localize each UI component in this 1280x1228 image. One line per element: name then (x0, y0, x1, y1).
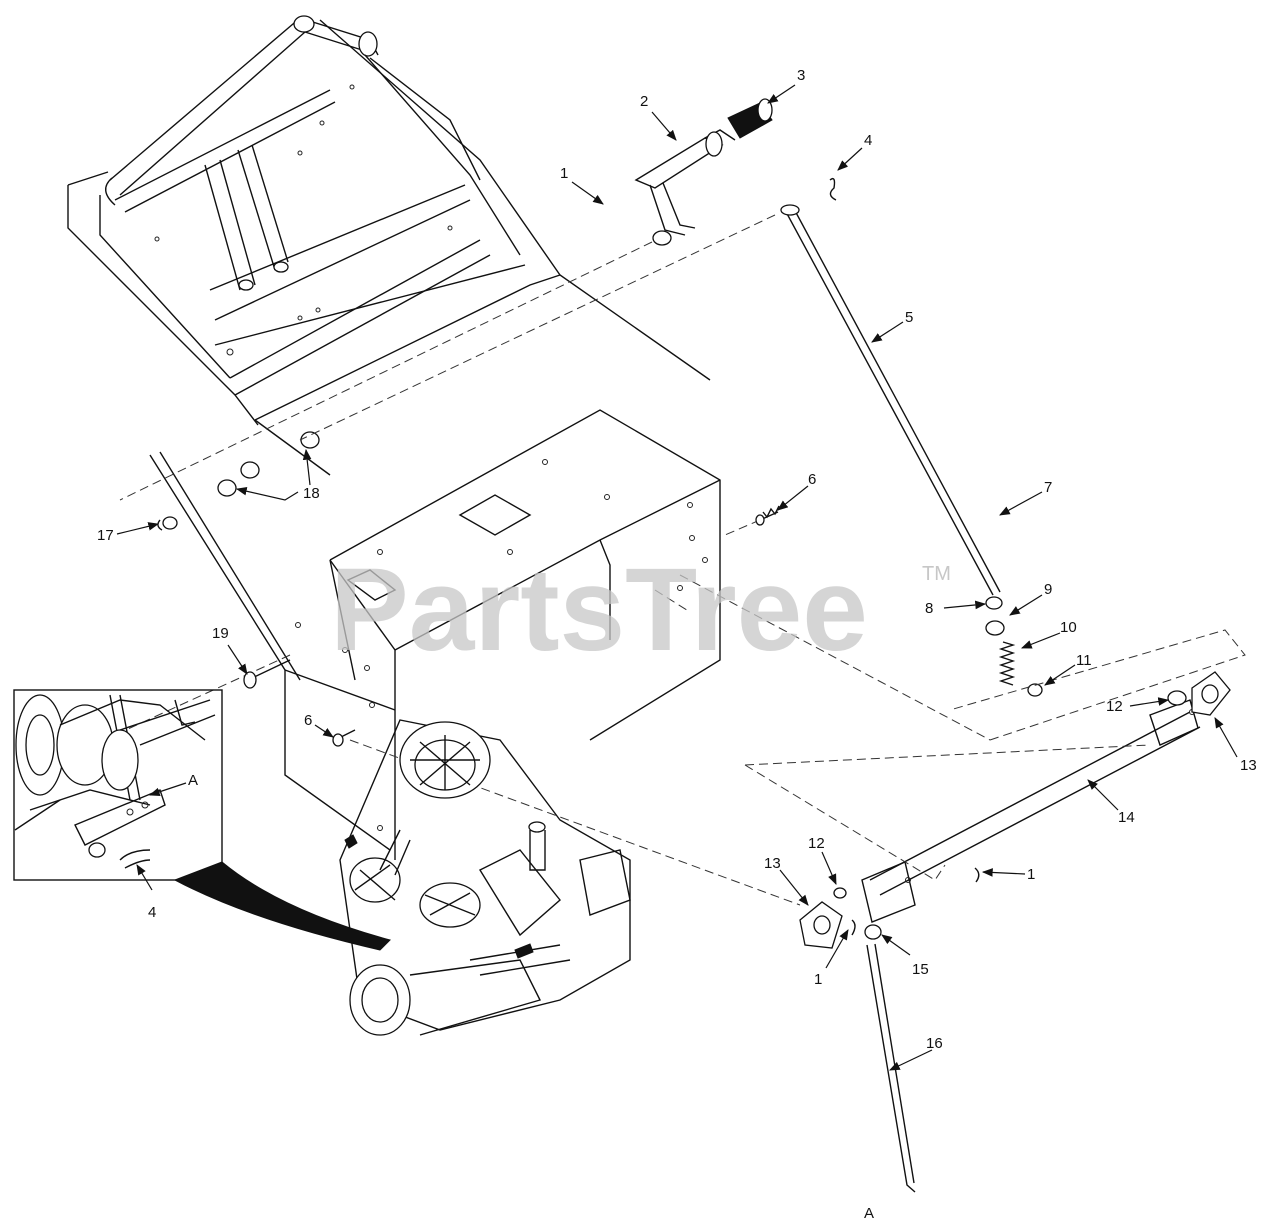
callout-10: 10 (1060, 619, 1077, 636)
watermark-brand: PartsTree (330, 544, 868, 676)
callout-9: 9 (1044, 581, 1052, 598)
callout-12-right: 12 (1106, 698, 1123, 715)
shift-shaft (861, 699, 1201, 923)
callout-13-left: 13 (764, 855, 781, 872)
screw-lower (332, 729, 356, 747)
control-handle-frame (67, 15, 711, 476)
callout-11: 11 (1076, 652, 1092, 669)
callout-A-bottom: A (864, 1205, 874, 1222)
callout-1-top: 1 (560, 165, 568, 182)
clip-17 (157, 516, 178, 531)
callout-1-bottom: 1 (814, 971, 822, 988)
console-bracket (149, 409, 721, 860)
callout-12-left: 12 (808, 835, 825, 852)
screw-19 (243, 659, 291, 689)
callout-3: 3 (797, 67, 805, 84)
callout-13-right: 13 (1240, 757, 1257, 774)
flange-bearing-right (1167, 671, 1231, 716)
shift-knob (727, 98, 773, 139)
callout-18: 18 (303, 485, 320, 502)
control-rod (866, 943, 916, 1193)
callout-A-inset: A (188, 772, 198, 789)
callout-2: 2 (640, 93, 648, 110)
detail-inset (13, 689, 223, 881)
spring-assembly (985, 596, 1043, 697)
callout-16: 16 (926, 1035, 943, 1052)
callout-14: 14 (1118, 809, 1135, 826)
callout-19: 19 (212, 625, 229, 642)
callout-8: 8 (925, 600, 933, 617)
callout-labels: 1 2 3 4 5 6 7 8 9 10 11 12 13 14 1 12 13… (97, 67, 1257, 1222)
transmission (339, 719, 631, 1036)
shift-lever (634, 129, 736, 246)
screw-upper (755, 505, 780, 526)
watermark-trademark: TM (922, 563, 951, 585)
callout-17: 17 (97, 527, 114, 544)
callout-7: 7 (1044, 479, 1052, 496)
shift-rod (780, 177, 1001, 596)
alignment-lines (59, 214, 1246, 906)
flange-bearing-left (799, 867, 980, 949)
inset-pointer (173, 861, 391, 951)
leader-arrows (116, 84, 1238, 1071)
callout-5: 5 (905, 309, 913, 326)
callout-6-right: 6 (808, 471, 816, 488)
callout-4-top: 4 (864, 132, 872, 149)
callout-6-left: 6 (304, 712, 312, 729)
callout-4-inset: 4 (148, 904, 156, 921)
callout-15: 15 (912, 961, 929, 978)
callout-1-right: 1 (1027, 866, 1035, 883)
